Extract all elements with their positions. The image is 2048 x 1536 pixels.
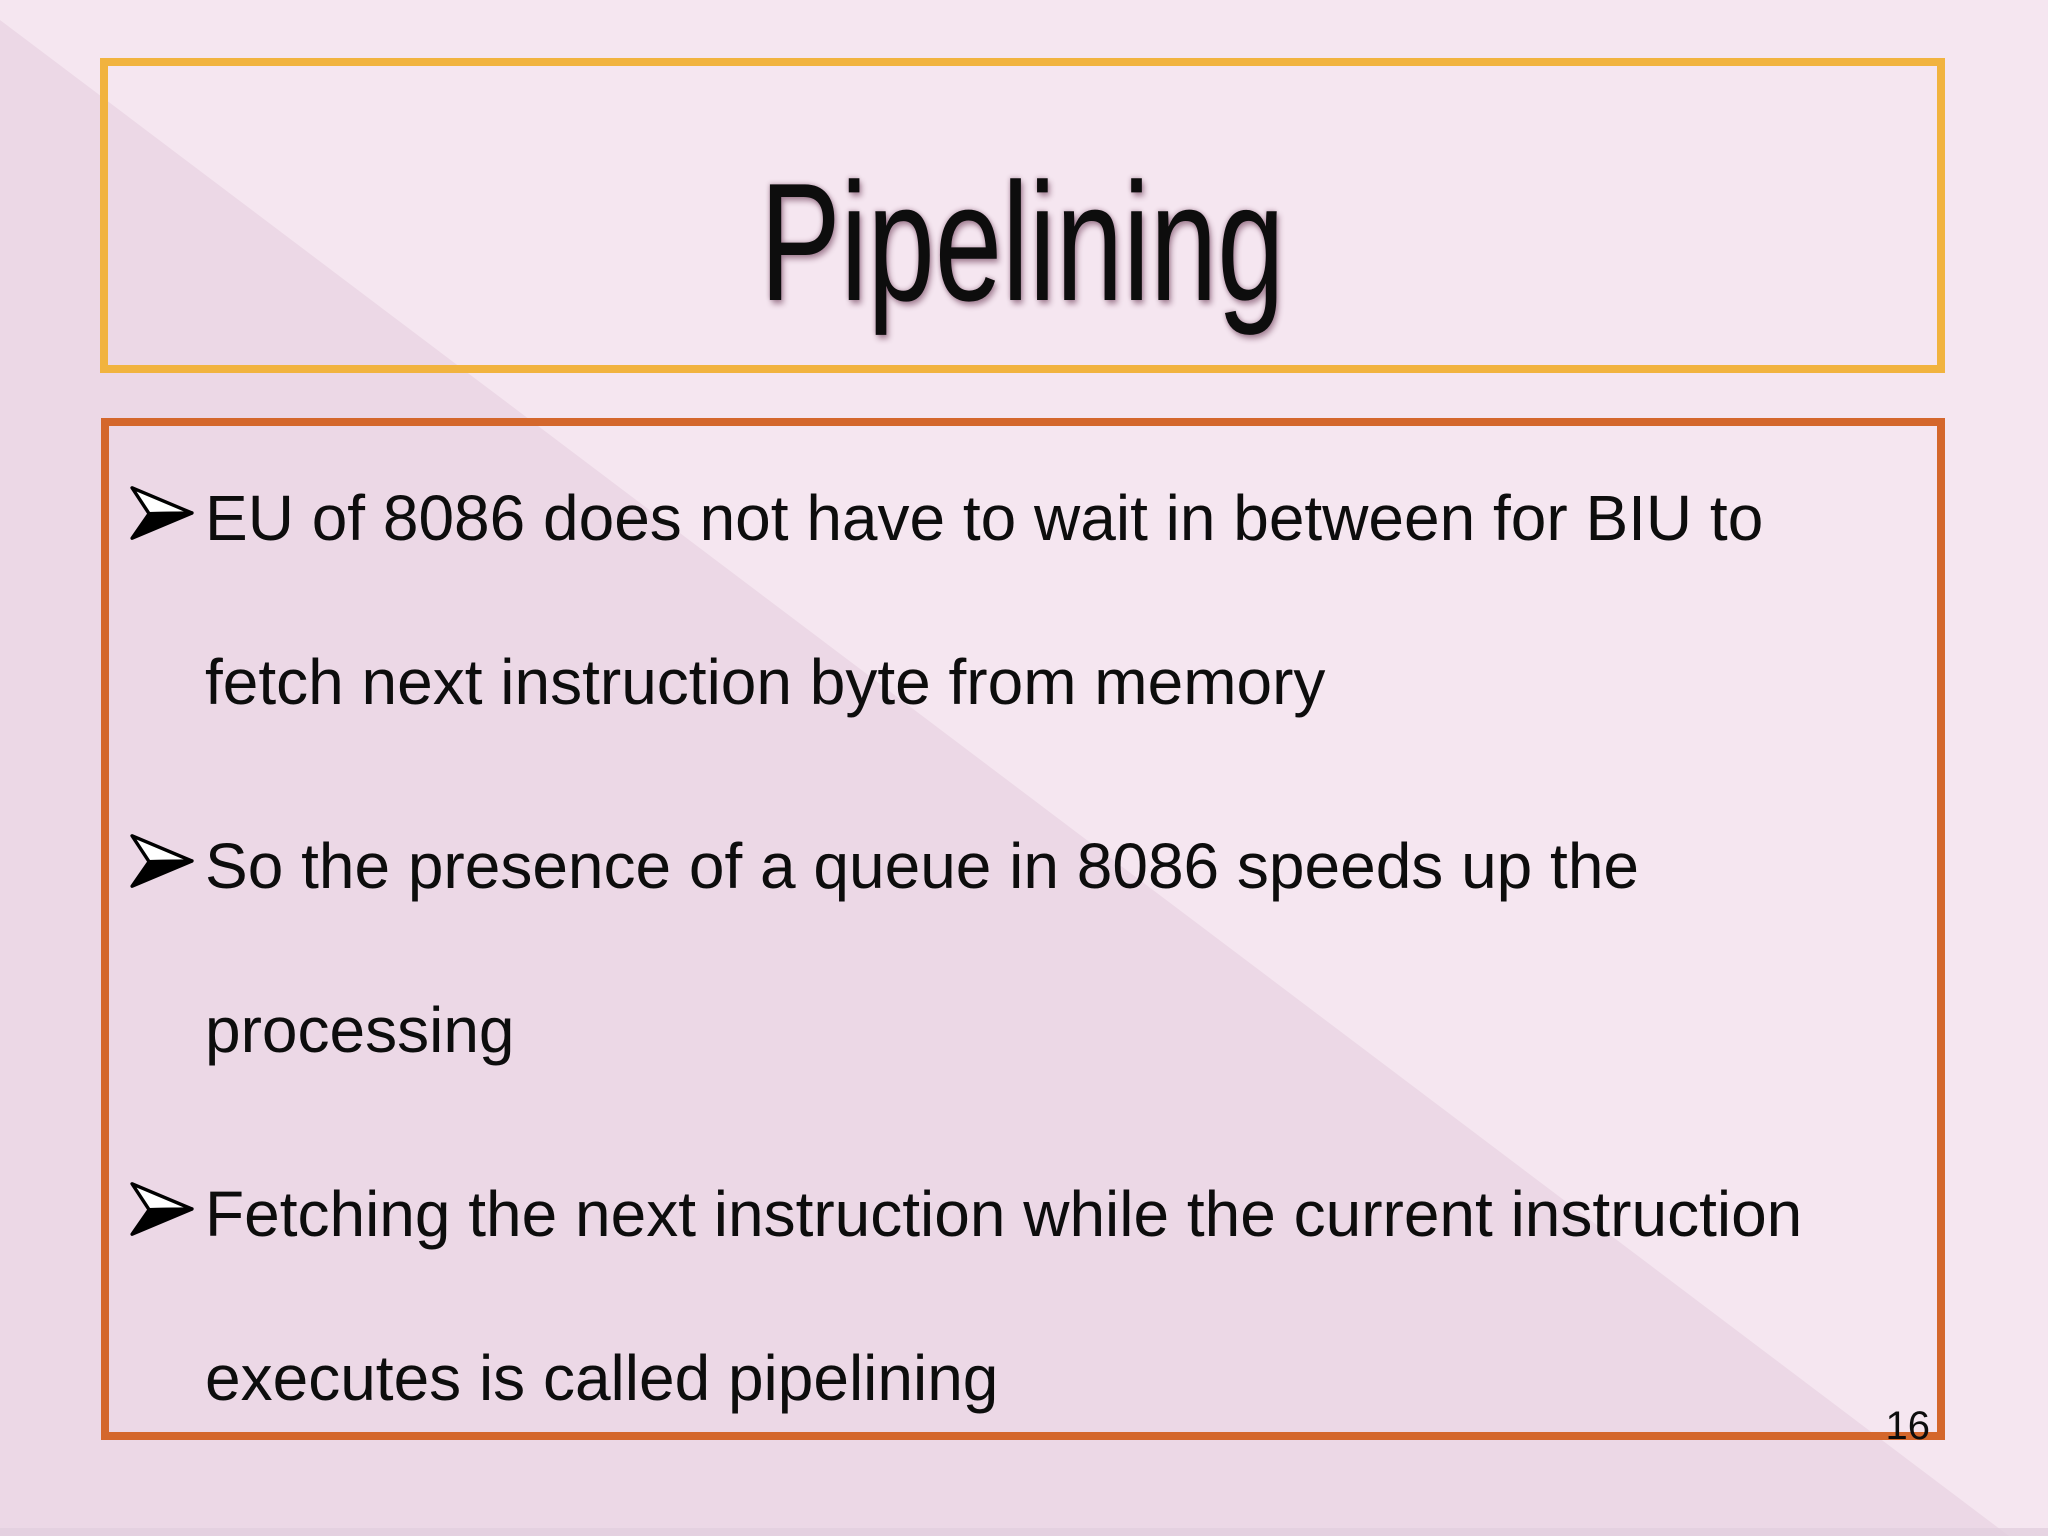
page-number: 16 — [1885, 1404, 1931, 1448]
bullet-text-line: fetch next instruction byte from memory — [205, 646, 1326, 718]
list-item: Fetching the next instruction while the … — [130, 1132, 1945, 1460]
content-box: EU of 8086 does not have to wait in betw… — [101, 418, 1945, 1440]
bullet-text-line: EU of 8086 does not have to wait in betw… — [205, 482, 1764, 554]
bullet-text-line: So the presence of a queue in 8086 speed… — [205, 830, 1639, 902]
title-box: Pipelining — [100, 58, 1945, 373]
list-item: EU of 8086 does not have to wait in betw… — [130, 436, 1945, 764]
arrowhead-right-bullet-icon — [130, 1182, 194, 1236]
list-item: So the presence of a queue in 8086 speed… — [130, 784, 1945, 1112]
bullet-text-line: processing — [205, 994, 515, 1066]
bullet-text-line: executes is called pipelining — [205, 1342, 999, 1414]
page-title: Pipelining — [760, 148, 1285, 336]
arrowhead-right-bullet-icon — [130, 834, 194, 888]
arrowhead-right-bullet-icon — [130, 486, 194, 540]
bullet-text-line: Fetching the next instruction while the … — [205, 1178, 1803, 1250]
bullet-list: EU of 8086 does not have to wait in betw… — [130, 426, 1945, 1460]
slide-bottom-edge — [0, 1528, 2048, 1536]
